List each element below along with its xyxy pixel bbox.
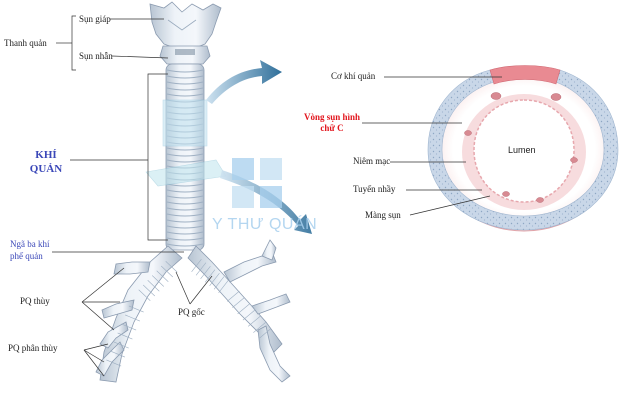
bronchial-ring [218,280,229,293]
bronchial-ring [242,309,256,321]
tracheal-ring [166,213,204,217]
label-lumen: Lumen [508,145,536,155]
bronchial-ring [253,322,266,333]
watermark-text: Y THƯ QUÁN [212,216,318,233]
watermark-logo [232,158,282,208]
label-nga-ba-line2: phế quản [10,251,43,262]
bronchial-ring [125,314,140,322]
tracheal-ring [166,195,204,199]
label-khi-quan: KHÍ QUẢN [24,148,68,177]
bronchial-ring [204,269,216,283]
larynx [149,1,222,65]
label-niem-mac: Niêm mạc [353,156,391,166]
bronchial-ring [113,341,129,349]
tracheal-ring [166,189,204,193]
bronchial-ring [232,297,245,308]
label-nga-ba-line1: Ngã ba khí [10,239,50,249]
tracheal-ring [166,225,204,229]
tracheal-ring [166,147,204,151]
label-pq-goc: PQ gốc [178,307,205,317]
bronchial-ring [121,323,137,331]
label-tuyen-nhay: Tuyến nhầy [353,184,396,194]
tracheal-ring [166,153,204,157]
magnify-arrow [206,60,282,104]
tracheal-ring [166,207,204,211]
bronchial-tree [95,239,291,383]
label-mang-sun: Màng sụn [365,210,401,220]
bronchial-ring [226,290,240,302]
trachealis-muscle [489,65,561,85]
tracheal-ring [166,81,204,85]
bronchial-ring [200,266,211,279]
label-sun-giap: Sụn giáp [79,14,111,24]
tracheal-ring [166,69,204,73]
tracheal-ring [166,237,204,241]
bronchial-ring [160,265,174,278]
bronchial-ring [165,261,178,273]
label-thanh-quan: Thanh quản [4,38,47,48]
bronchial-ring [117,332,133,340]
bronchial-ring [213,276,225,290]
label-nga-ba-khi-phe-quan: Ngã ba khí phế quản [10,238,50,262]
bronchial-ring [147,280,160,292]
label-sun-nhan: Sụn nhẫn [79,51,113,61]
bronchial-ring [191,259,202,272]
bronchial-ring [142,284,156,297]
label-pq-thuy: PQ thùy [20,296,50,306]
bronchial-ring [128,305,144,313]
tracheal-ring [166,87,204,91]
label-khi-quan-line1: KHÍ [35,149,57,161]
tracheal-ring [166,159,204,163]
label-vong-sun-hinh-chu-c: Vòng sụn hình chữ C [300,112,364,135]
label-khi-quan-line2: QUẢN [29,163,63,176]
lumen-space [473,99,575,203]
tracheal-ring [166,183,204,187]
label-vong-sun-line1: Vòng sụn hình [303,112,361,122]
bronchial-ring [156,270,169,282]
tracheal-ring [166,93,204,97]
tracheal-ring [166,231,204,235]
label-co-khi-quan: Cơ khí quản [331,71,376,81]
bronchial-ring [258,328,272,340]
bronchial-ring [247,315,261,327]
tracheal-ring [166,219,204,223]
bronchial-ring [138,289,151,301]
thyroid-cartilage [149,1,222,49]
label-pq-phan-thuy: PQ phân thùy [8,343,58,353]
label-vong-sun-line2: chữ C [320,123,344,134]
bronchial-ring [209,273,220,286]
bronchial-ring [237,303,251,315]
leader-lines [52,15,502,377]
bronchial-ring [151,275,165,287]
trachea [145,63,227,251]
tracheal-ring [166,75,204,79]
tracheal-ring [166,243,204,247]
tracheal-ring [166,201,204,205]
bronchial-ring [195,262,207,276]
bronchial-ring [106,359,122,367]
bronchial-ring [110,350,125,358]
